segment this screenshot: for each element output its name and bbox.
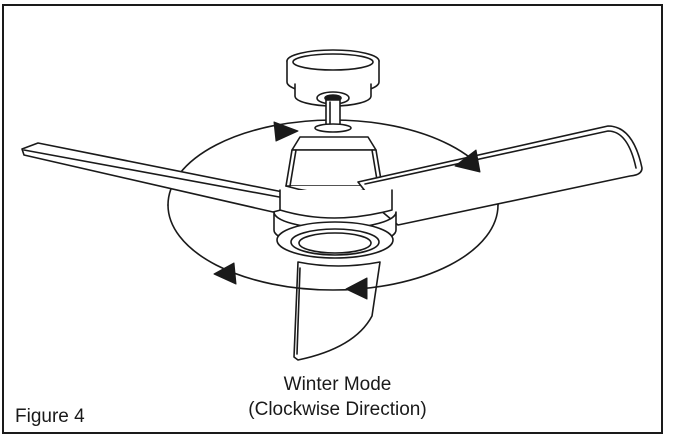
ceiling-canopy <box>286 49 380 107</box>
bottom-blade <box>293 261 381 361</box>
caption-title: Winter Mode <box>283 374 392 395</box>
direction-arrow-lower-left-icon <box>213 262 237 285</box>
direction-arrow-lower-center-icon <box>345 277 368 300</box>
left-blade <box>21 142 301 213</box>
downrod <box>325 99 341 127</box>
light-kit <box>273 189 397 259</box>
figure-label: Figure 4 <box>15 406 85 427</box>
rotation-path-front <box>167 204 499 291</box>
direction-arrow-top-icon <box>273 121 299 142</box>
motor-housing <box>285 123 383 194</box>
right-blade <box>357 125 643 226</box>
caption-subtitle: (Clockwise Direction) <box>248 399 427 420</box>
direction-arrow-right-icon <box>454 149 481 173</box>
